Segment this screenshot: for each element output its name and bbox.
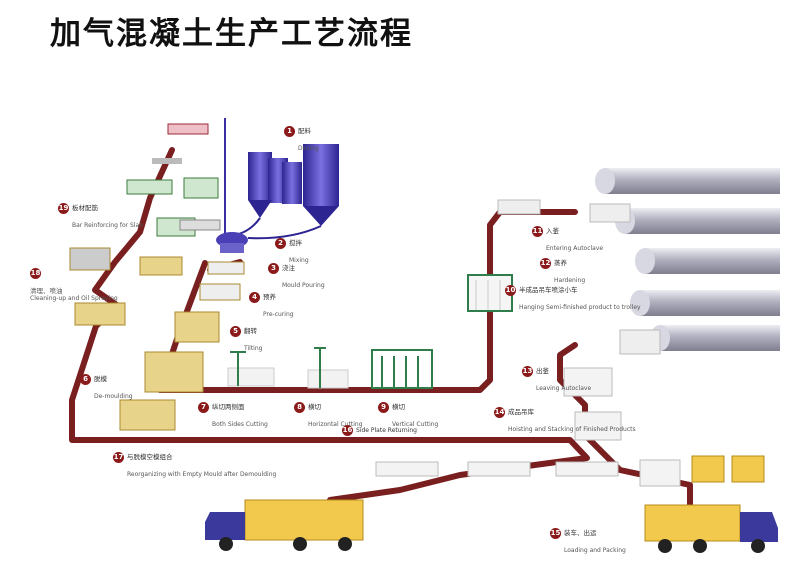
step-en-label: Entering Autoclave: [546, 245, 604, 252]
step-cn-label: 蒸养: [554, 259, 567, 267]
step-number: 4: [249, 292, 260, 303]
page-title: 加气混凝土生产工艺流程: [50, 16, 413, 52]
step-en-label: Mould Pouring: [282, 282, 325, 289]
step-en-label: Loading and Packing: [564, 547, 626, 554]
cargo-boxes: [691, 455, 765, 483]
reinforcing-rack: [126, 123, 221, 237]
step-number: 15: [550, 528, 561, 539]
step-number: 11: [532, 226, 543, 237]
autoclaves: [497, 168, 780, 355]
step-cn-label: 成品吊库: [508, 408, 534, 416]
step-number: 17: [113, 452, 124, 463]
step-en-label: Side Plate Returning: [356, 427, 417, 434]
step-en-label: De-moulding: [94, 393, 133, 400]
step-number: 13: [522, 366, 533, 377]
step-cn-label: 浇注: [282, 264, 295, 272]
step-number: 6: [80, 374, 91, 385]
step-cn-label: 横切: [308, 403, 321, 411]
step-number: 3: [268, 263, 279, 274]
cutting-machines: [227, 347, 433, 389]
truck-left: [205, 499, 364, 551]
step-number: 19: [58, 203, 69, 214]
step-en-label: Bar Reinforcing for Slab: [72, 222, 143, 229]
step-en-label: Hardening: [554, 277, 586, 284]
step-en-label: Leaving Autoclave: [536, 385, 592, 392]
truck-right: [644, 504, 778, 553]
step-en-label: Mixing: [289, 257, 309, 264]
step-cn-label: 预养: [263, 293, 276, 301]
step-number: 9: [378, 402, 389, 413]
step-en-label: Hanging Semi-finished product to trolley: [519, 304, 641, 311]
step-cn-label: 搅拌: [289, 239, 302, 247]
step-number: 10: [505, 285, 516, 296]
step-cn-label: 出釜: [536, 367, 549, 375]
step-number: 1: [284, 126, 295, 137]
step-cn-label: 脱模: [94, 375, 107, 383]
step-cn-label: 板材配筋: [72, 204, 98, 212]
step-number: 8: [294, 402, 305, 413]
step-number: 5: [230, 326, 241, 337]
step-en-label: Reorganizing with Empty Mould after Demo…: [127, 471, 277, 478]
step-en-label: Pre-curing: [263, 311, 294, 318]
step-en-label: Both Sides Cutting: [212, 421, 268, 428]
step-cn-label: 横切: [392, 403, 405, 411]
step-cn-label: 配料: [298, 127, 311, 135]
step-en-label: Horizontal Cutting: [308, 421, 363, 428]
step-cn-label: 装车、出运: [564, 529, 597, 537]
step-en-label: Hoisting and Stacking of Finished Produc…: [508, 426, 636, 433]
mould-stations: [69, 247, 245, 431]
step-en-label: Vertical Cutting: [392, 421, 439, 428]
step-cn-label: 清理、喷油: [30, 287, 63, 295]
step-number: 12: [540, 258, 551, 269]
step-cn-label: 纵切两侧面: [212, 403, 245, 411]
step-number: 2: [275, 238, 286, 249]
step-number: 14: [494, 407, 505, 418]
step-number: 7: [198, 402, 209, 413]
dosing-silos: [216, 118, 339, 253]
step-number: 16: [342, 425, 353, 436]
finished-stacks: [375, 367, 681, 487]
step-cn-label: 与脱模空模组合: [127, 453, 173, 461]
step-en-label: Dosing: [298, 145, 319, 152]
step-number: 18: [30, 268, 41, 279]
step-cn-label: 半成品吊车喷涂小车: [519, 286, 578, 294]
step-18: 18 清理、喷油 Cleaning-up and Oil Spraying: [30, 268, 118, 303]
step-en-label: Cleaning-up and Oil Spraying: [30, 295, 118, 302]
step-en-label: Tilting: [244, 345, 263, 352]
step-cn-label: 入釜: [546, 227, 559, 235]
step-cn-label: 翻转: [244, 327, 257, 335]
